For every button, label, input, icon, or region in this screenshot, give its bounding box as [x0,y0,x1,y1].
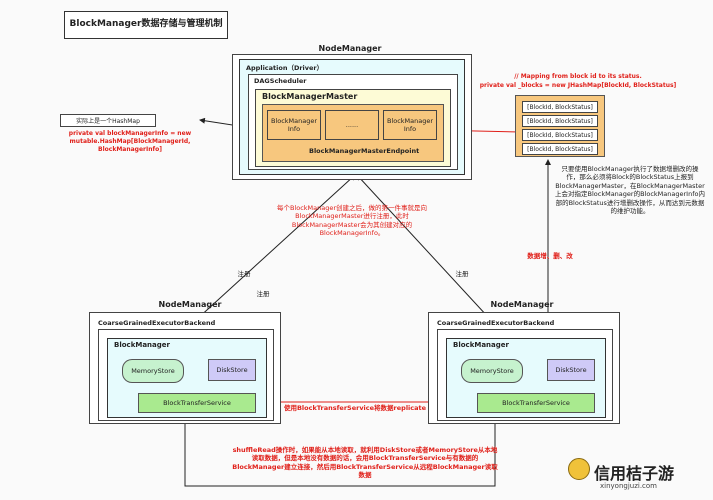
endpoint-label: BlockManagerMasterEndpoint [309,147,420,155]
executor-right-node-box: CoarseGrainedExecutorBackend BlockManage… [428,312,620,424]
shuffle-note: shuffleRead操作时，如果能从本地读取，就利用DiskStore或者Me… [232,446,498,480]
status-box: [BlockId, BlockStatus] [BlockId, BlockSta… [515,95,605,157]
executor-right-bm-label: BlockManager [453,341,509,349]
master-label: BlockManagerMaster [262,92,358,101]
executor-right-memory-store: MemoryStore [461,359,523,383]
register-label-left: 注册 [237,270,251,278]
executor-right-disk-store: DiskStore [547,359,595,381]
watermark-sub: xinyongjuzi.com [600,482,658,490]
info-left: BlockManager Info [267,110,321,140]
crud-label: 数据增、删、改 [527,252,573,260]
executor-right-backend-box: BlockManager MemoryStore DiskStore Block… [437,329,613,421]
driver-node-label: NodeManager [318,44,382,53]
executor-left-bm-box: BlockManager MemoryStore DiskStore Block… [107,338,267,418]
executor-right-bm-box: BlockManager MemoryStore DiskStore Block… [446,338,606,418]
executor-right-backend-label: CoarseGrainedExecutorBackend [437,319,555,327]
status-note: 只要使用BlockManager执行了数据增删改的操作，那么必须将Block的B… [555,165,705,216]
diagram-title: BlockManager数据存储与管理机制 [64,11,228,39]
register-label-right: 注册 [455,270,469,278]
mapping-code-1: // Mapping from block id to its status. [514,73,642,80]
executor-left-node-box: CoarseGrainedExecutorBackend BlockManage… [89,312,281,424]
info-mid: ...... [325,110,379,140]
watermark-text: 信用桔子游 [594,464,675,483]
status-item: [BlockId, BlockStatus] [522,143,598,155]
executor-right-transfer-service: BlockTransferService [477,393,595,413]
application-box: Application（Driver） DAGScheduler BlockMa… [239,59,465,175]
executor-left-node-label: NodeManager [158,300,222,309]
executor-left-backend-box: BlockManager MemoryStore DiskStore Block… [98,329,274,421]
register-line-left [184,174,356,331]
executor-left-backend-label: CoarseGrainedExecutorBackend [98,319,216,327]
hashmap-box: 实际上是一个HashMap [60,114,156,127]
status-item: [BlockId, BlockStatus] [522,115,598,127]
register-label-left2: 注册 [256,290,270,298]
status-item: [BlockId, BlockStatus] [522,101,598,113]
executor-left-bm-label: BlockManager [114,341,170,349]
hashmap-code: private val blockManagerInfo = new mutab… [68,130,192,153]
mapping-code-2: private val _blocks = new JHashMap[Block… [479,82,677,89]
info-right: BlockManager Info [383,110,437,140]
executor-left-disk-store: DiskStore [208,359,256,381]
shuffle-arrow [184,415,498,487]
executor-right-node-label: NodeManager [490,300,554,309]
register-line-right [356,174,501,331]
master-box: BlockManagerMaster BlockManager Info ...… [255,89,451,167]
replicate-label: 使用BlockTransferService将数据replicate [283,404,427,412]
status-item: [BlockId, BlockStatus] [522,129,598,141]
endpoint-box: BlockManager Info ...... BlockManager In… [262,104,444,162]
dag-label: DAGScheduler [254,77,307,85]
executor-left-memory-store: MemoryStore [122,359,184,383]
register-note: 每个BlockManager创建之后，做的第一件事就是向BlockManager… [276,204,428,238]
driver-node-box: Application（Driver） DAGScheduler BlockMa… [232,54,472,180]
dag-box: DAGScheduler BlockManagerMaster BlockMan… [248,74,458,170]
application-label: Application（Driver） [246,64,324,72]
watermark-logo-icon [568,458,590,480]
executor-left-transfer-service: BlockTransferService [138,393,256,413]
